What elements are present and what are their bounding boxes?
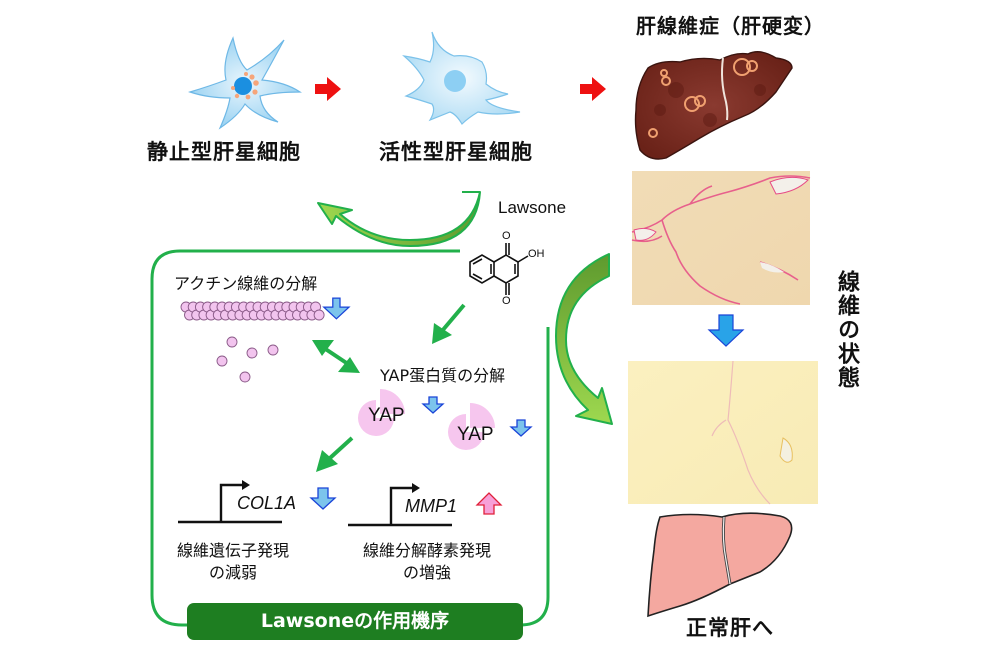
yap-protein-icon xyxy=(358,389,405,436)
activated-stellate-cell-icon xyxy=(402,31,521,125)
yap-degradation-label: YAP蛋白質の分解 xyxy=(380,366,506,385)
mmp1-gene-label: MMP1 xyxy=(405,496,458,516)
down-arrow-icon xyxy=(322,297,351,320)
actin-monomer-icons xyxy=(216,336,279,383)
normal-liver-label: 正常肝へ xyxy=(686,616,774,640)
mechanism-box-outline xyxy=(150,249,550,627)
actin-filament-icon xyxy=(180,301,325,321)
lawsone-structure-icon xyxy=(469,243,529,295)
yap-protein-icon xyxy=(448,403,495,450)
carbonyl-top-label: O xyxy=(502,230,511,242)
double-arrow-icon xyxy=(312,340,360,373)
improvement-curved-arrow-icon xyxy=(555,253,613,425)
fibrosis-state-label: 線維の状態 xyxy=(834,270,859,390)
fibrotic-tissue-image xyxy=(631,171,811,305)
hydroxyl-label: OH xyxy=(528,248,545,260)
col1a-gene-label: COL1A xyxy=(237,493,297,513)
cirrhosis-title: 肝線維症（肝硬変） xyxy=(636,14,825,38)
green-arrow-icon xyxy=(432,303,466,344)
activated-cell-label: 活性型肝星細胞 xyxy=(379,140,533,164)
mmp-description-line2: の増強 xyxy=(402,563,451,582)
down-arrow-icon xyxy=(707,314,745,347)
col-description-line1: 線維遺伝子発現 xyxy=(176,541,289,560)
cirrhotic-liver-icon xyxy=(634,51,793,160)
up-arrow-icon xyxy=(475,492,503,515)
recovered-tissue-image xyxy=(628,360,818,505)
red-arrow-icon xyxy=(315,77,341,101)
down-arrow-icon xyxy=(309,487,337,510)
red-arrow-icon xyxy=(580,77,606,101)
lawsone-name: Lawsone xyxy=(498,198,567,217)
quiescent-stellate-cell-icon xyxy=(188,36,302,130)
down-arrow-icon xyxy=(421,396,445,414)
reversal-curved-arrow-icon xyxy=(317,191,481,247)
mmp1-gene-icon xyxy=(348,486,452,527)
promoter-arrowhead-icon xyxy=(412,483,420,493)
actin-degradation-label: アクチン線維の分解 xyxy=(174,274,318,293)
col1a-gene-icon xyxy=(178,483,282,524)
normal-liver-icon xyxy=(647,512,793,618)
down-arrow-icon xyxy=(509,419,533,437)
actin-bead xyxy=(313,309,325,321)
mmp-description-line1: 線維分解酵素発現 xyxy=(362,541,491,560)
promoter-arrowhead-icon xyxy=(242,480,250,490)
quiescent-cell-label: 静止型肝星細胞 xyxy=(147,140,301,164)
yap-text-1: YAP xyxy=(368,405,405,426)
yap-text-2: YAP xyxy=(457,424,494,445)
col-description-line2: の減弱 xyxy=(208,563,257,582)
mechanism-title-box: Lawsoneの作用機序 xyxy=(187,603,523,640)
carbonyl-bottom-label: O xyxy=(502,295,511,307)
mmp-description: 線維分解酵素発現 の増強 xyxy=(352,540,502,584)
green-arrow-icon xyxy=(316,436,354,472)
col-description: 線維遺伝子発現 の減弱 xyxy=(168,540,298,584)
